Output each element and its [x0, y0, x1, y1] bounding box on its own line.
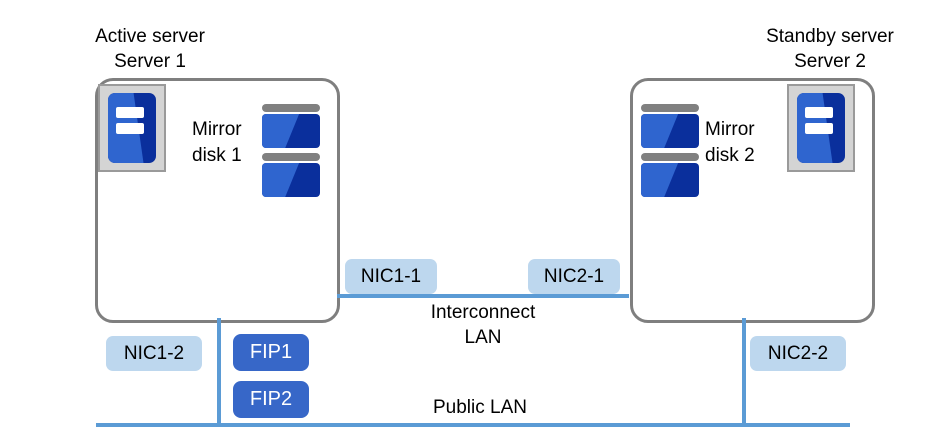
disk-cap: [262, 153, 320, 161]
disk-body: [641, 114, 699, 148]
disk-unit-upper: [641, 104, 699, 148]
server1-name-label: Server 1: [114, 51, 186, 72]
interconnect-lan-line: [337, 294, 629, 298]
disk-body: [641, 163, 699, 197]
mirror-disk-1-label-line1: Mirror: [192, 119, 242, 140]
server-icon-bar-bottom: [115, 123, 145, 134]
mirror-disk-2-label-line1: Mirror: [705, 119, 755, 140]
nic1-2-badge[interactable]: NIC1-2: [106, 336, 202, 371]
fip1-label: FIP1: [249, 341, 293, 363]
disk-cap: [262, 104, 320, 112]
public-lan-label: Public LAN: [433, 397, 527, 418]
disk-body: [262, 163, 320, 197]
fip1-badge[interactable]: FIP1: [233, 334, 309, 371]
disk-cap: [641, 104, 699, 112]
server1-public-lan-drop-line: [217, 318, 221, 427]
nic2-2-label: NIC2-2: [767, 342, 829, 364]
fip2-label: FIP2: [249, 388, 293, 410]
disk-unit-upper: [262, 104, 320, 148]
disk-unit-lower: [262, 153, 320, 197]
server1-appliance-icon: [98, 84, 166, 172]
mirror-disk-2-icon: [641, 104, 699, 197]
public-lan-line: [96, 423, 850, 427]
server1-role-label: Active server: [95, 26, 205, 47]
disk-cap: [641, 153, 699, 161]
nic1-1-label: NIC1-1: [360, 265, 422, 287]
disk-unit-lower: [641, 153, 699, 197]
server-icon-bar-top: [115, 107, 145, 118]
interconnect-lan-label-line1: Interconnect: [430, 302, 536, 323]
nic2-1-label: NIC2-1: [543, 265, 605, 287]
server2-public-lan-drop-line: [742, 318, 746, 427]
nic1-1-badge[interactable]: NIC1-1: [345, 259, 437, 294]
server-icon-bar-bottom: [804, 123, 834, 134]
server2-role-label: Standby server: [766, 26, 894, 47]
server2-name-label: Server 2: [794, 51, 866, 72]
mirror-disk-1-icon: [262, 104, 320, 197]
server2-appliance-icon: [787, 84, 855, 172]
nic1-2-label: NIC1-2: [123, 342, 185, 364]
mirror-disk-2-label-line2: disk 2: [705, 145, 755, 166]
fip2-badge[interactable]: FIP2: [233, 381, 309, 418]
mirror-disk-1-label-line2: disk 1: [192, 145, 242, 166]
nic2-1-badge[interactable]: NIC2-1: [528, 259, 620, 294]
nic2-2-badge[interactable]: NIC2-2: [750, 336, 846, 371]
interconnect-lan-label-line2: LAN: [464, 327, 502, 348]
server-icon-bar-top: [804, 107, 834, 118]
disk-body: [262, 114, 320, 148]
